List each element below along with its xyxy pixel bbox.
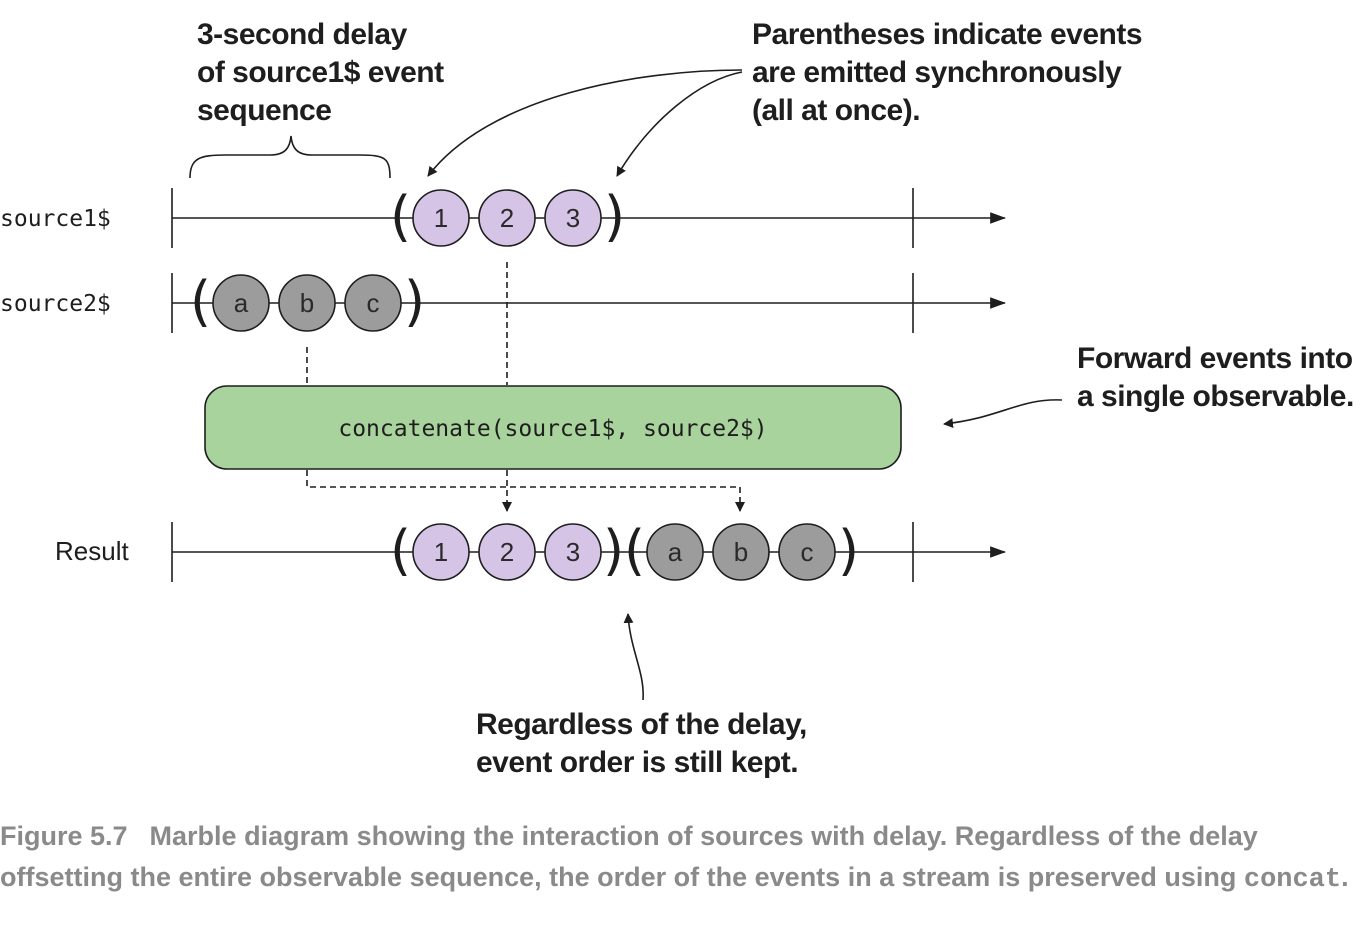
figure-number: Figure 5.7 (0, 821, 128, 851)
marble-c (344, 274, 402, 332)
marble-1 (412, 523, 470, 581)
marble-label: b (734, 537, 748, 567)
parens-annotation: Parentheses indicate events are emitted … (427, 18, 1143, 177)
sync-close-paren: ) (603, 519, 624, 582)
sync-open-paren: ( (190, 270, 211, 333)
marble-label: 1 (434, 203, 448, 233)
marble-label: 3 (566, 203, 580, 233)
marble-label: a (234, 288, 249, 318)
parens-note-line-3: (all at once). (752, 94, 920, 127)
marble-label: c (801, 537, 814, 567)
caption-end: . (1341, 862, 1349, 892)
parens-note-line-1: Parentheses indicate events (752, 18, 1142, 51)
sync-open-paren: ( (624, 519, 645, 582)
order-note-line-2: event order is still kept. (476, 746, 798, 779)
marble-label: 1 (434, 537, 448, 567)
marble-label: 2 (500, 537, 514, 567)
parens-note-line-2: are emitted synchronously (752, 56, 1122, 89)
stream-label-result: Result (55, 536, 129, 566)
connector-operator-bus (306, 470, 740, 488)
delay-note-line-1: 3-second delay (197, 18, 408, 51)
sync-open-paren: ( (390, 185, 411, 248)
stream-label-source1: source1$ (0, 206, 111, 232)
order-arrow (623, 613, 644, 701)
marble-3 (544, 189, 602, 247)
sync-close-paren: ) (838, 519, 859, 582)
delay-annotation: 3-second delay of source1$ event sequenc… (189, 18, 445, 179)
marble-label: b (300, 288, 314, 318)
marble-3 (544, 523, 602, 581)
forward-note-line-2: a single observable. (1077, 380, 1354, 413)
stream-result: Result ( 1 2 3 ) ( a b c ) (55, 519, 1007, 582)
order-note-line-1: Regardless of the delay, (476, 708, 807, 741)
operator-label: concatenate(source1$, source2$) (338, 416, 767, 442)
parens-arrow-left (427, 69, 743, 177)
stream-source2: source2$ ( a b c ) (0, 270, 1007, 333)
marble-2 (478, 523, 536, 581)
operator-box (204, 385, 902, 470)
marble-1 (412, 189, 470, 247)
sync-open-paren: ( (390, 519, 411, 582)
marble-label: c (367, 288, 380, 318)
stream-source1: source1$ ( 1 2 3 ) (0, 185, 1007, 248)
concat-operator: concatenate(source1$, source2$) (204, 385, 902, 470)
delay-brace (189, 135, 391, 179)
forward-annotation: Forward events into a single observable. (943, 342, 1354, 429)
sync-close-paren: ) (404, 270, 425, 333)
caption-code: concat (1243, 865, 1342, 895)
caption-text: Marble diagram showing the interaction o… (0, 821, 1258, 892)
forward-arrow (943, 399, 1063, 429)
delay-note-line-2: of source1$ event (197, 56, 444, 89)
marble-label: a (668, 537, 683, 567)
sync-close-paren: ) (604, 185, 625, 248)
order-annotation: Regardless of the delay, event order is … (476, 613, 807, 779)
marble-c (778, 523, 836, 581)
delay-note-line-3: sequence (197, 94, 331, 127)
marble-b (712, 523, 770, 581)
stream-label-source2: source2$ (0, 291, 111, 317)
marble-a (646, 523, 704, 581)
marble-a (212, 274, 270, 332)
marble-label: 2 (500, 203, 514, 233)
marble-2 (478, 189, 536, 247)
marble-label: 3 (566, 537, 580, 567)
marble-b (278, 274, 336, 332)
parens-arrow-right (616, 71, 743, 177)
forward-note-line-1: Forward events into (1077, 342, 1353, 375)
